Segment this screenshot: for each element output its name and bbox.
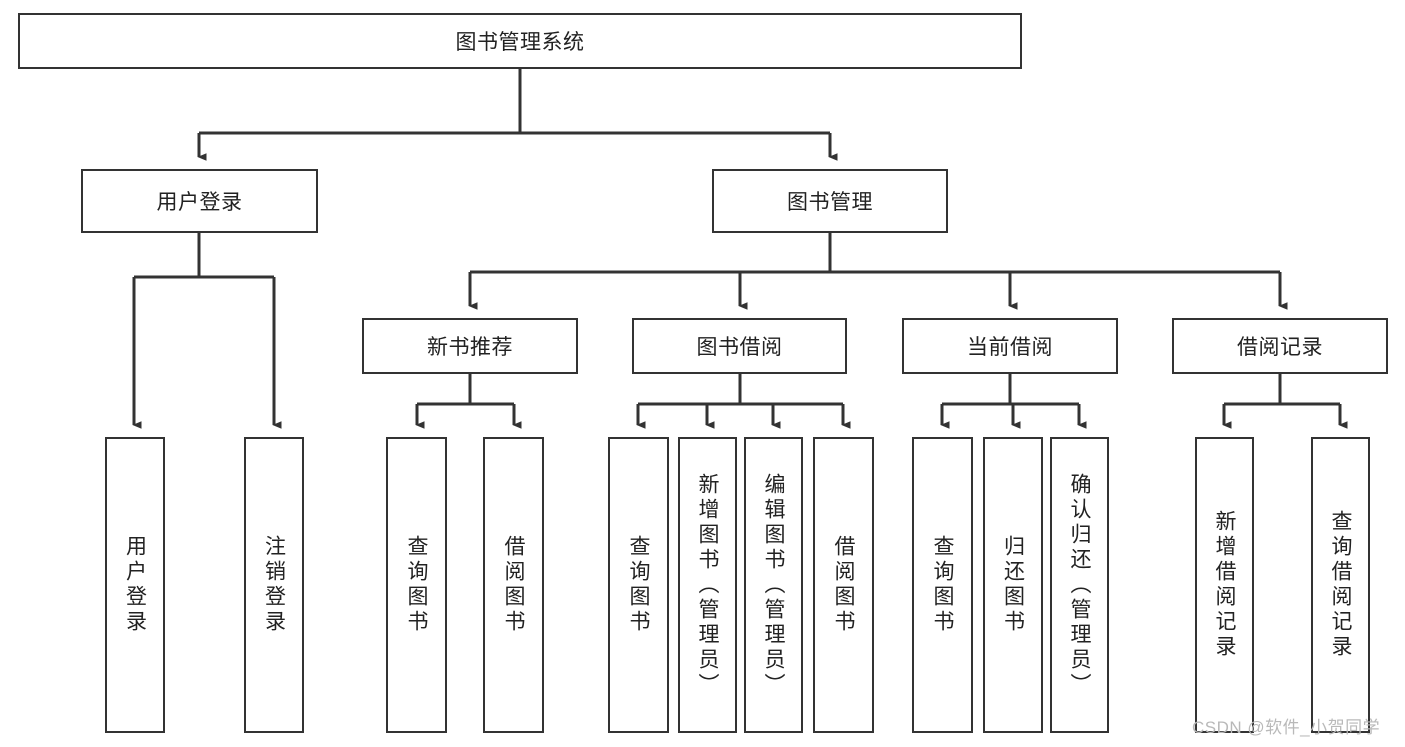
node-user-login-label: 用户登录 [156,191,243,214]
leaf-query-book-current-label: 查询图书 [931,535,954,635]
leaf-edit-book-admin-label: 编辑图书（管理员） [762,472,785,698]
leaf-query-book-borrow-label: 查询图书 [627,535,650,635]
node-current-borrow-label: 当前借阅 [967,336,1053,359]
leaf-edit-book-admin[interactable]: 编辑图书（管理员） [744,437,803,733]
node-book-management[interactable]: 图书管理 [712,169,948,233]
node-user-login[interactable]: 用户登录 [81,169,318,233]
leaf-logout[interactable]: 注销登录 [244,437,304,733]
leaf-return-book-label: 归还图书 [1001,535,1025,635]
leaf-borrow-book-label: 借阅图书 [832,535,855,635]
leaf-query-book-recommend-label: 查询图书 [405,535,428,635]
leaf-return-book[interactable]: 归还图书 [983,437,1043,733]
leaf-confirm-return-admin-label: 确认归还（管理员） [1068,472,1091,698]
leaf-query-book-recommend[interactable]: 查询图书 [386,437,447,733]
leaf-user-login[interactable]: 用户登录 [105,437,165,733]
leaf-logout-label: 注销登录 [262,535,286,635]
leaf-query-borrow-record-label: 查询借阅记录 [1329,510,1352,660]
node-new-book-recommend[interactable]: 新书推荐 [362,318,578,374]
leaf-borrow-book-recommend[interactable]: 借阅图书 [483,437,544,733]
node-book-borrow-label: 图书借阅 [696,336,783,359]
node-root[interactable]: 图书管理系统 [18,13,1022,69]
node-root-label: 图书管理系统 [455,31,585,54]
csdn-watermark: CSDN @软件_小贺同学 [1192,718,1381,737]
leaf-add-borrow-record[interactable]: 新增借阅记录 [1195,437,1254,733]
node-new-book-recommend-label: 新书推荐 [427,336,513,359]
node-book-borrow[interactable]: 图书借阅 [632,318,847,374]
leaf-add-book-admin[interactable]: 新增图书（管理员） [678,437,737,733]
node-current-borrow[interactable]: 当前借阅 [902,318,1118,374]
leaf-add-borrow-record-label: 新增借阅记录 [1213,510,1236,660]
node-borrow-records[interactable]: 借阅记录 [1172,318,1388,374]
node-book-management-label: 图书管理 [787,191,873,214]
node-borrow-records-label: 借阅记录 [1237,336,1323,359]
leaf-borrow-book-recommend-label: 借阅图书 [502,535,525,635]
leaf-user-login-label: 用户登录 [123,535,147,635]
leaf-query-borrow-record[interactable]: 查询借阅记录 [1311,437,1370,733]
leaf-confirm-return-admin[interactable]: 确认归还（管理员） [1050,437,1109,733]
leaf-query-book-borrow[interactable]: 查询图书 [608,437,669,733]
leaf-query-book-current[interactable]: 查询图书 [912,437,973,733]
leaf-add-book-admin-label: 新增图书（管理员） [696,472,719,698]
leaf-borrow-book[interactable]: 借阅图书 [813,437,874,733]
